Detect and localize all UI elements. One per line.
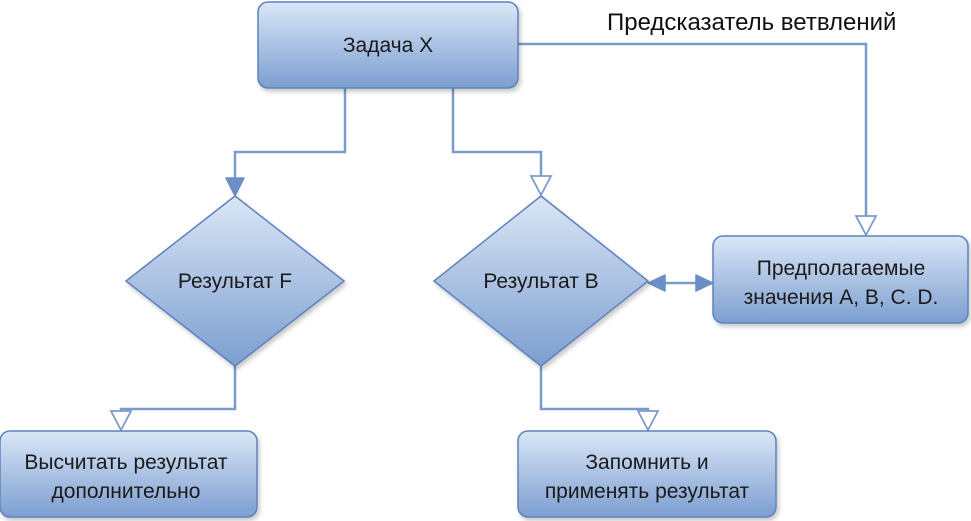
node-expected-values-box xyxy=(712,235,969,324)
node-task-x-box xyxy=(257,1,519,89)
node-compute-result-line1: Высчитать результат xyxy=(24,451,228,474)
edge-task-to-result-f xyxy=(233,88,347,178)
node-remember-result: Запомнить и применять результат xyxy=(517,430,777,518)
arrow-filled-result-f xyxy=(225,177,245,197)
node-remember-result-box xyxy=(517,430,777,518)
arrow-open-remember xyxy=(636,410,660,432)
node-compute-result-line2: дополнительно xyxy=(52,480,201,503)
node-compute-result-box xyxy=(0,430,258,518)
node-remember-result-line1: Запомнить и xyxy=(585,451,708,474)
node-result-b: Результат B xyxy=(432,195,650,367)
edge-task-to-expected xyxy=(518,42,868,216)
edge-result-b-to-remember xyxy=(539,366,650,413)
node-task-x: Задача X xyxy=(257,1,519,89)
node-result-f-label: Результат F xyxy=(178,270,292,293)
branch-predictor-label: Предсказатель ветвлений xyxy=(607,9,896,36)
node-remember-result-line2: применять результат xyxy=(545,480,750,503)
node-task-x-label: Задача X xyxy=(343,34,433,57)
arrow-filled-left xyxy=(647,274,666,292)
edges xyxy=(109,42,878,432)
edge-result-f-to-compute xyxy=(119,366,237,413)
arrow-open-compute xyxy=(109,410,133,432)
arrow-open-result-b xyxy=(529,175,553,197)
node-expected-values-line2: значения A, B, C. D. xyxy=(744,286,939,309)
node-expected-values: Предполагаемые значения A, B, C. D. xyxy=(712,235,969,324)
edge-task-to-result-b xyxy=(451,88,543,176)
node-expected-values-line1: Предполагаемые xyxy=(757,257,926,280)
node-result-b-label: Результат B xyxy=(483,270,598,293)
node-result-f-diamond xyxy=(124,195,346,367)
node-compute-result: Высчитать результат дополнительно xyxy=(0,430,258,518)
node-result-f: Результат F xyxy=(124,195,346,367)
arrow-open-expected xyxy=(854,215,878,237)
node-result-b-diamond xyxy=(432,195,650,367)
arrow-filled-right xyxy=(695,274,714,292)
